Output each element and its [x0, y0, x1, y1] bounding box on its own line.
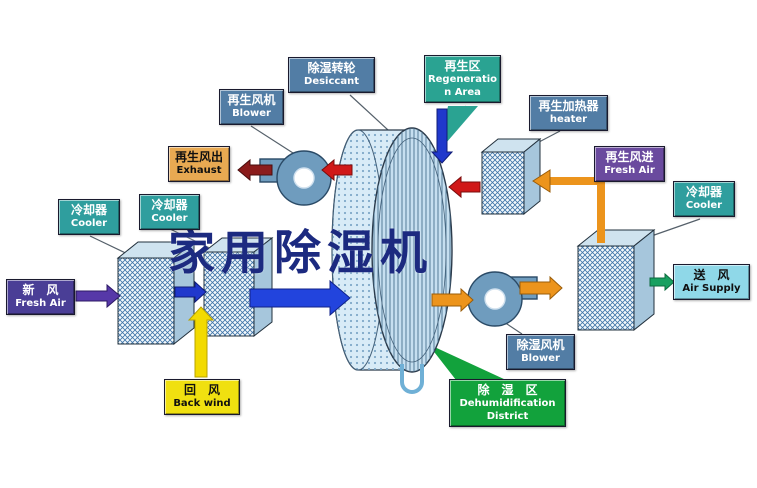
cooler-coil-right: [576, 228, 656, 332]
label-cooler-mid-zh: 冷却器: [151, 198, 188, 212]
arrow-fresh-air-inlet: [75, 283, 121, 309]
label-cooler-mid: 冷却器 Cooler: [139, 194, 200, 230]
label-regen-heater-zh: 再生加热器: [538, 99, 599, 113]
wheel-drive-bracket: [400, 364, 424, 394]
label-dehumid-district-zh: 除 湿 区: [477, 383, 538, 397]
label-dehumid-blower-zh: 除湿风机: [516, 338, 565, 352]
label-desiccant-wheel-zh: 除湿转轮: [307, 61, 356, 75]
label-desiccant-wheel-en: Desiccant: [304, 76, 359, 87]
label-exhaust-en: Exhaust: [176, 165, 222, 176]
desiccant-wheel: [331, 127, 453, 394]
arrow-process-into-wheel: [249, 279, 351, 317]
dehumid-district-wedge: [428, 344, 506, 380]
label-fresh-air: 新 风 Fresh Air: [6, 279, 75, 315]
arrow-regen-blower-to-exhaust: [237, 158, 273, 182]
label-regen-area: 再生区 Regeneration Area: [424, 55, 501, 103]
label-cooler-right-zh: 冷却器: [685, 185, 722, 199]
label-dehumid-district: 除 湿 区 Dehumidification District: [449, 379, 566, 427]
label-regen-area-en: Regeneration Area: [427, 74, 498, 98]
regen-area-wedge: [440, 106, 478, 150]
arrow-cooler-to-cooler: [174, 280, 207, 304]
arrow-wheel-to-dehumid-blower: [431, 287, 474, 313]
label-cooler-left-zh: 冷却器: [70, 203, 107, 217]
label-cooler-left-en: Cooler: [70, 218, 108, 229]
label-back-wind-zh: 回 风: [183, 383, 220, 397]
regen-blower-fan: [259, 150, 332, 206]
label-regen-heater-en: heater: [549, 114, 588, 125]
label-cooler-right: 冷却器 Cooler: [673, 181, 735, 217]
label-dehumid-blower: 除湿风机 Blower: [506, 334, 575, 370]
label-desiccant-wheel: 除湿转轮 Desiccant: [288, 57, 375, 93]
label-regen-fresh-air-zh: 再生风进: [605, 150, 654, 164]
label-regen-area-zh: 再生区: [444, 59, 481, 73]
label-regen-fresh-air: 再生风进 Fresh Air: [594, 146, 665, 182]
label-air-supply: 送 风 Air Supply: [673, 264, 750, 300]
label-dehumid-district-en: Dehumidification District: [459, 398, 556, 422]
arrow-heater-to-wheel: [448, 175, 481, 199]
dehumid-blower-fan: [467, 271, 538, 327]
label-dehumid-blower-en: Blower: [521, 353, 560, 364]
arrow-regen-fresh-to-heater: [532, 169, 605, 243]
label-regen-blower: 再生风机 Blower: [219, 89, 284, 125]
label-air-supply-zh: 送 风: [693, 268, 730, 282]
heater-coil: [480, 137, 542, 216]
label-back-wind: 回 风 Back wind: [164, 379, 240, 415]
arrow-wheel-to-regen-blower: [321, 158, 353, 182]
label-regen-blower-zh: 再生风机: [227, 93, 276, 107]
arrow-regen-area-into-wheel: [430, 108, 454, 164]
label-regen-heater: 再生加热器 heater: [529, 95, 608, 131]
watermark-text: 家用除湿机: [168, 226, 433, 281]
label-cooler-left: 冷却器 Cooler: [58, 199, 120, 235]
label-exhaust: 再生风出 Exhaust: [168, 146, 230, 182]
label-back-wind-en: Back wind: [173, 398, 231, 409]
cooler-coil-mid: [202, 236, 274, 338]
label-fresh-air-zh: 新 风: [22, 283, 59, 297]
label-exhaust-zh: 再生风出: [174, 150, 223, 164]
label-air-supply-en: Air Supply: [682, 283, 741, 294]
cooler-coil-left: [116, 240, 196, 346]
flow-arrows: [75, 108, 675, 378]
label-cooler-right-en: Cooler: [685, 200, 723, 211]
arrow-cooler-to-air-supply: [649, 272, 675, 292]
label-regen-blower-en: Blower: [232, 108, 271, 119]
arrow-return-air-up: [187, 306, 215, 378]
label-regen-fresh-air-en: Fresh Air: [604, 165, 655, 176]
label-fresh-air-en: Fresh Air: [15, 298, 66, 309]
arrow-blower-to-cooler: [519, 275, 563, 301]
label-cooler-mid-en: Cooler: [151, 213, 188, 224]
